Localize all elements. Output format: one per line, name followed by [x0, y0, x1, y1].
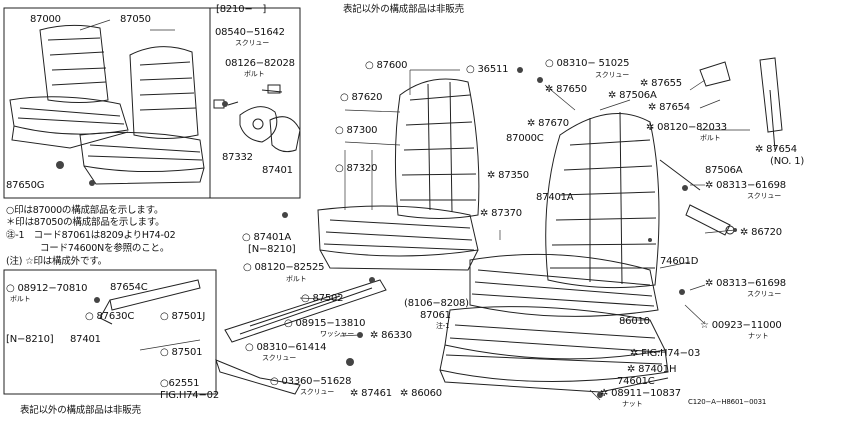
callout-08310-sub: スクリュー [262, 354, 296, 362]
slide-rail-left [99, 279, 387, 395]
callout-87502: ○ 87502 [301, 293, 344, 304]
note-bottom: 表記以外の構成部品は非販売 [20, 405, 141, 416]
callout-86330: ✲ 86330 [370, 330, 412, 341]
small-seat-left [9, 24, 129, 149]
callout-87670: ✲ 87670 [527, 118, 569, 129]
legend-line-1: ○印は87000の構成部品を示します。 [6, 205, 164, 216]
callout-87654: ✲ 87654 [648, 102, 690, 113]
callout-87000c: 87000C [506, 133, 544, 144]
callout-87401h: ✲ 87401H [627, 364, 677, 375]
callout-08915-sub: ワッシャー [320, 330, 354, 338]
callout-62551: ○62551 [160, 378, 200, 389]
callout-87600: ○ 87600 [365, 60, 408, 71]
callout-87350: ✲ 87350 [487, 170, 529, 181]
inset-frame-seats [3, 7, 301, 199]
big-seat-right [469, 111, 660, 317]
callout-87501: ○ 87501 [160, 347, 203, 358]
callout-08310b-sub: スクリュー [595, 71, 629, 79]
callout-00923-sub: ナット [748, 332, 769, 340]
callout-08120b: ✲ 08120−82033 [646, 122, 727, 133]
callout-08313a-sub: スクリュー [747, 192, 781, 200]
callout-08912: ○ 08912−70810 [6, 283, 88, 294]
callout-87061-note: 注-1 [436, 322, 450, 330]
callout-87320: ○ 87320 [335, 163, 378, 174]
legend-line-4: コード74600Nを参照のこと。 [40, 243, 170, 254]
callout-87401a2: 87401A [536, 192, 574, 203]
callout-86720: ✲ 86720 [740, 227, 782, 238]
callout-87401b: 87401 [70, 334, 101, 345]
callout-87650: ✲ 87650 [545, 84, 587, 95]
callout-08310: ○ 08310−61414 [245, 342, 327, 353]
callout-87506a2: 87506A [705, 165, 743, 176]
small-seat-right [79, 46, 205, 185]
callout-08313b: ✲ 08313−61698 [705, 278, 786, 289]
callout-87300: ○ 87300 [335, 125, 378, 136]
note-top: 表記以外の構成部品は非販売 [343, 4, 464, 15]
callout-08313a: ✲ 08313−61698 [705, 180, 786, 191]
callout-74601d: 74601D [660, 256, 699, 267]
legend-line-3: ㊟-1 コード87061は8209よりH74-02 [6, 230, 176, 241]
big-seat-middle [317, 78, 480, 271]
callout-87620: ○ 87620 [340, 92, 383, 103]
callout-86010: 86010 [619, 316, 650, 327]
callout-87401a-sub: [N−8210] [248, 244, 296, 255]
callout-87654c: 87654C [110, 282, 148, 293]
legend-line-2: ＊印は87050の構成部品を示します。 [6, 217, 165, 228]
bracket-parts [213, 84, 301, 153]
callout-87401: 87401 [262, 165, 293, 176]
callout-08540-sub: スクリュー [235, 39, 269, 47]
callout-08120b-sub: ボルト [700, 134, 721, 142]
callout-87401a: ○ 87401A [242, 232, 291, 243]
callout-08126-sub: ボルト [244, 70, 265, 78]
callout-08126: 08126−82028 [225, 58, 295, 69]
callout-08540: 08540−51642 [215, 27, 285, 38]
callout-08313b-sub: スクリュー [747, 290, 781, 298]
callout-87506a: ✲ 87506A [608, 90, 657, 101]
callout-87655: ✲ 87655 [640, 78, 682, 89]
callout-87000: 87000 [30, 14, 61, 25]
callout-00923: ☆ 00923−11000 [700, 320, 782, 331]
callout-74601c: 74601C [617, 376, 655, 387]
callout-87332: 87332 [222, 152, 253, 163]
callout-fig-h74-03: ✲ FIG.H74−03 [630, 348, 701, 359]
callout-08120a: ○ 08120−82525 [243, 262, 325, 273]
callout-87061: 87061 [420, 310, 451, 321]
callout-8106: (8106−8208) [404, 298, 469, 309]
callout-87654-no1-sub: (NO. 1) [770, 156, 805, 167]
callout-87650g: 87650G [6, 180, 45, 191]
legend-line-5: (注) ☆印は構成外です。 [6, 256, 107, 267]
callout-36511: ○ 36511 [466, 64, 509, 75]
callout-03360-sub: スクリュー [300, 388, 334, 396]
callout-87630c: ○ 87630C [85, 311, 135, 322]
callout-87050: 87050 [120, 14, 151, 25]
callout-n8210: [N−8210] [6, 334, 54, 345]
callout-87370: ✲ 87370 [480, 208, 522, 219]
footer-code: C120−A−H8601−0031 [688, 398, 767, 406]
callout-fig-h74-02: FIG.H74−02 [160, 390, 219, 401]
callout-03360: ○ 03360−51628 [270, 376, 352, 387]
callout-08120a-sub: ボルト [286, 275, 307, 283]
callout-08912-sub: ボルト [10, 295, 31, 303]
inset-frame-bracket [3, 269, 217, 395]
callout-08911: ✲ 08911−10837 [600, 388, 681, 399]
callout-08915: ○ 08915−13810 [284, 318, 366, 329]
callout-87654-no1: ✲ 87654 [755, 144, 797, 155]
bracket-range: [8210− ] [216, 4, 267, 15]
callout-86060: ✲ 86060 [400, 388, 442, 399]
callout-87461: ✲ 87461 [350, 388, 392, 399]
seat-rails [439, 306, 669, 393]
callout-87501j: ○ 87501J [160, 311, 206, 322]
callout-08911-sub: ナット [622, 400, 643, 408]
callout-08310b: ○ 08310− 51025 [545, 58, 630, 69]
